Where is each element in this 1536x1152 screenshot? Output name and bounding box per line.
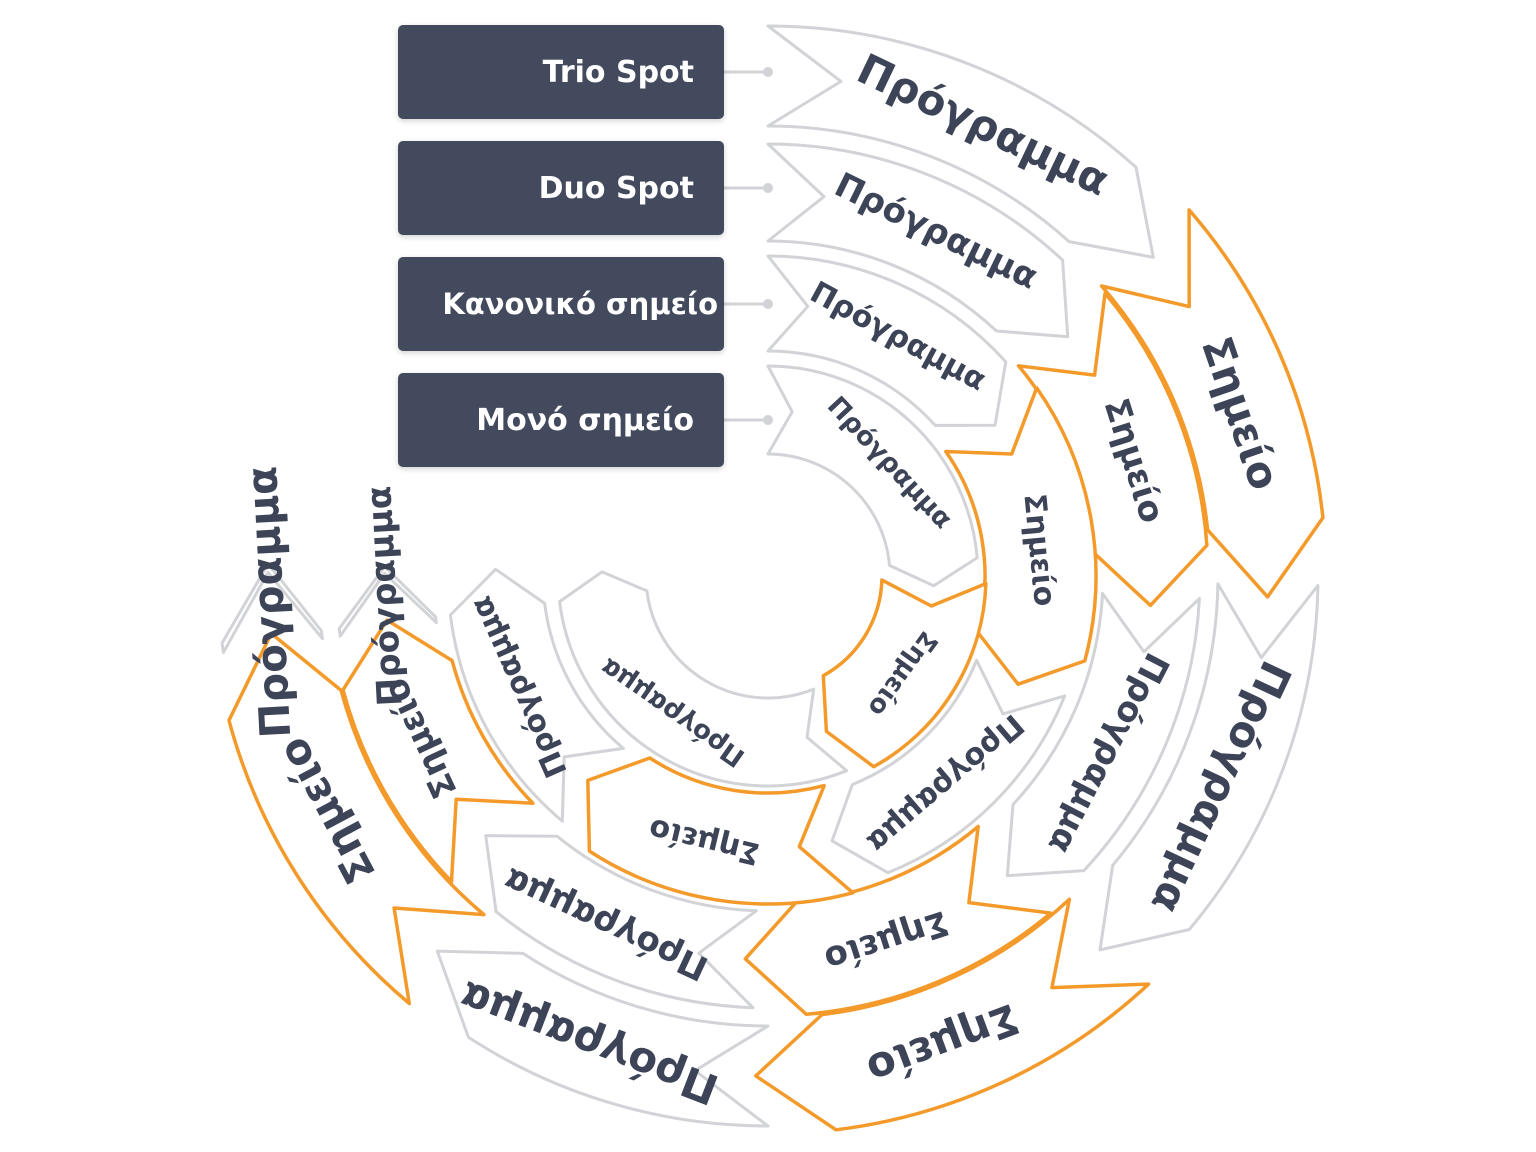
label-single-point: Μονό σημείο	[476, 402, 694, 438]
ring-1-segment-6-program	[337, 565, 438, 638]
ring-3-segment-1-point	[821, 578, 988, 769]
label-box-single-point: Μονό σημείο	[398, 373, 724, 467]
ring-2-segment-0-program	[766, 254, 1008, 427]
connector-dot-0	[763, 67, 773, 77]
ring-1-segment-2-program	[1005, 592, 1201, 878]
ring-2-segment-3-point	[586, 756, 855, 906]
ring-0-segment-6-program	[220, 562, 324, 654]
segments: ΠρόγραμμαΣημείοΠρόγραμμαΣημείοΠρόγραμμαΣ…	[220, 24, 1325, 1132]
label-box-normal-point: Κανονικό σημείο	[398, 257, 724, 351]
ring-0-segment-4-program	[435, 949, 770, 1128]
connectors	[724, 67, 773, 425]
ring-0-segment-5-point	[227, 631, 486, 1006]
ring-1-segment-3-point	[743, 824, 1053, 1017]
ring-2-segment-2-program	[830, 658, 1067, 875]
connector-dot-1	[763, 183, 773, 193]
ring-0-segment-0-program	[766, 24, 1155, 259]
ring-1-segment-0-program	[766, 142, 1070, 339]
ring-0-segment-1-point	[1099, 208, 1325, 599]
label-box-duo-spot: Duo Spot	[398, 141, 724, 235]
ring-2-segment-4-program	[448, 567, 625, 823]
label-normal-point: Κανονικό σημείο	[442, 287, 718, 321]
ring-3-segment-0-program	[766, 364, 979, 588]
label-trio-spot: Trio Spot	[542, 54, 694, 90]
label-duo-spot: Duo Spot	[538, 170, 694, 206]
ring-0-segment-3-point	[754, 897, 1151, 1132]
connector-dot-2	[763, 299, 773, 309]
ring-3-segment-2-program	[558, 570, 849, 788]
ring-1-segment-5-point	[341, 618, 535, 884]
ring-1-segment-4-program	[484, 834, 758, 1010]
label-box-trio-spot: Trio Spot	[398, 25, 724, 119]
ring-0-segment-2-program	[1098, 582, 1320, 952]
connector-dot-3	[763, 415, 773, 425]
